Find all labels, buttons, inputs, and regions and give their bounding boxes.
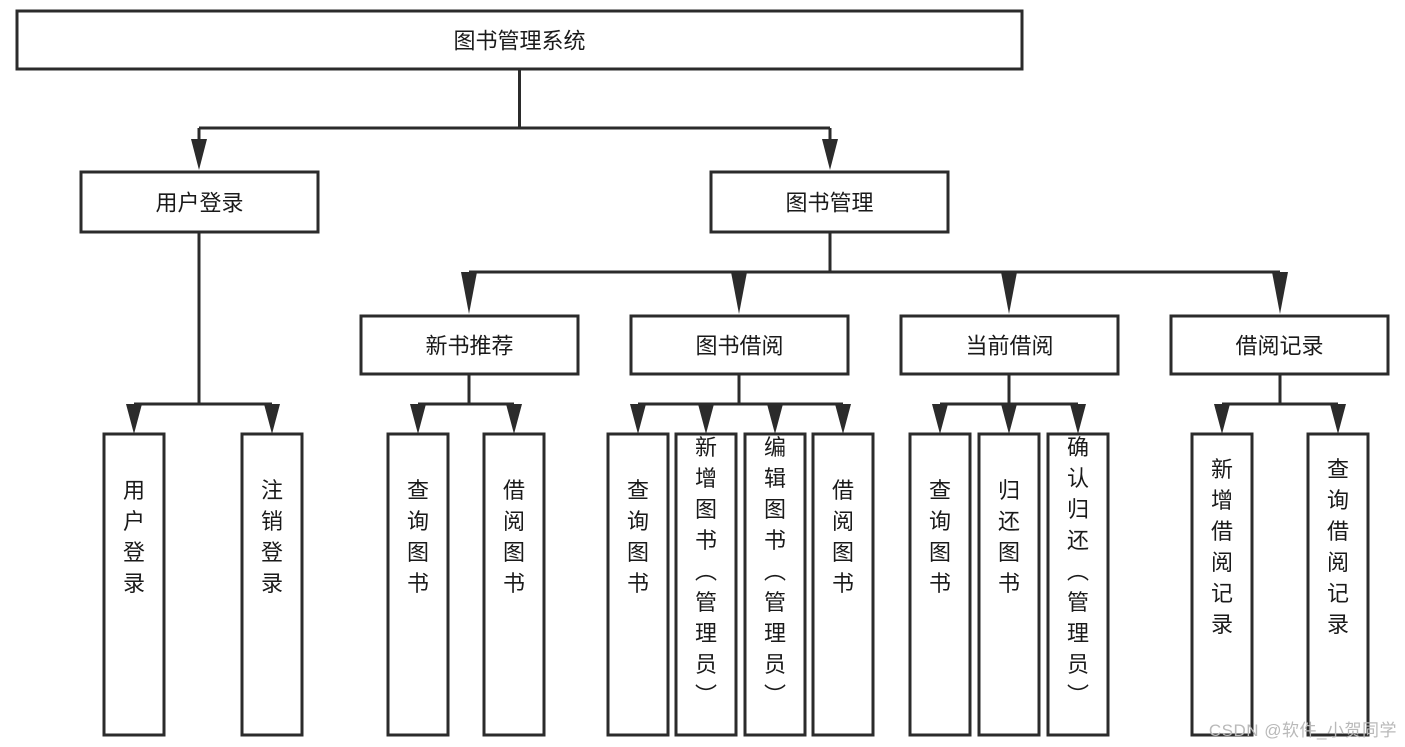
node-book-manage[interactable]: 图书管理 (709, 170, 950, 234)
leaf-add-borrow-record[interactable]: 新增借阅记录 (1190, 432, 1254, 737)
leaf-add-book-admin-label: 新增图书︵管理员︶ (695, 435, 717, 708)
leaf-add-book-admin[interactable]: 新增图书︵管理员︶ (674, 432, 738, 737)
leaf-user-login-box[interactable] (102, 432, 166, 737)
node-user-login-box[interactable] (79, 170, 320, 234)
leaf-return-book-box[interactable] (977, 432, 1041, 737)
connector-group-root (191, 69, 838, 170)
arrow-head-current-borrow (1001, 272, 1017, 314)
leaf-confirm-return-admin[interactable]: 确认归还︵管理员︶ (1046, 432, 1110, 737)
arrow-head-leaf-confirm-return-admin (1070, 404, 1086, 434)
leaf-logout-login[interactable]: 注销登录 (240, 432, 304, 737)
leaf-query-book-current-label: 查询图书 (929, 478, 951, 596)
leaf-query-book-borrow[interactable]: 查询图书 (606, 432, 670, 737)
node-root-label: 图书管理系统 (453, 29, 585, 54)
node-book-manage-label: 图书管理 (785, 191, 873, 216)
node-borrow-record-label: 借阅记录 (1235, 334, 1323, 359)
leaf-borrow-book[interactable]: 借阅图书 (811, 432, 875, 737)
arrow-head-new-book-recommend (461, 272, 477, 314)
arrow-head-borrow-record (1272, 272, 1288, 314)
arrow-head-leaf-query-book-borrow (630, 404, 646, 434)
node-book-borrow[interactable]: 图书借阅 (629, 314, 850, 376)
node-user-login-label: 用户登录 (155, 191, 243, 216)
leaf-edit-book-admin-label: 编辑图书︵管理员︶ (764, 435, 786, 708)
arrow-head-book-manage (822, 139, 838, 170)
leaf-query-book-borrow-label: 查询图书 (627, 478, 649, 596)
arrow-head-leaf-user-login (126, 404, 142, 434)
arrow-head-leaf-add-book-admin (698, 404, 714, 434)
arrow-head-leaf-borrow-book-rec (506, 404, 522, 434)
leaf-logout-login-box[interactable] (240, 432, 304, 737)
node-borrow-record-box[interactable] (1169, 314, 1390, 376)
leaf-query-borrow-record-label: 查询借阅记录 (1327, 457, 1349, 637)
arrow-head-leaf-query-book-current (932, 404, 948, 434)
arrow-head-leaf-borrow-book (835, 404, 851, 434)
leaf-borrow-book-rec-box[interactable] (482, 432, 546, 737)
leaf-confirm-return-admin-box[interactable] (1046, 432, 1110, 737)
node-root-box[interactable] (15, 9, 1024, 71)
leaf-return-book-label: 归还图书 (998, 478, 1020, 596)
leaf-logout-login-label: 注销登录 (261, 478, 283, 596)
arrow-head-leaf-query-book-rec (410, 404, 426, 434)
leaf-borrow-book-rec[interactable]: 借阅图书 (482, 432, 546, 737)
arrow-head-leaf-edit-book-admin (767, 404, 783, 434)
node-current-borrow[interactable]: 当前借阅 (899, 314, 1120, 376)
node-current-borrow-label: 当前借阅 (965, 334, 1053, 359)
node-root[interactable]: 图书管理系统 (15, 9, 1024, 71)
connector-group-borrow-record (1214, 374, 1346, 434)
node-borrow-record[interactable]: 借阅记录 (1169, 314, 1390, 376)
node-book-borrow-label: 图书借阅 (695, 334, 783, 359)
leaf-add-book-admin-box[interactable] (674, 432, 738, 737)
leaf-edit-book-admin[interactable]: 编辑图书︵管理员︶ (743, 432, 807, 737)
leaf-query-book-rec-label: 查询图书 (407, 478, 429, 596)
leaf-edit-book-admin-box[interactable] (743, 432, 807, 737)
leaf-confirm-return-admin-label: 确认归还︵管理员︶ (1067, 435, 1089, 708)
node-book-manage-box[interactable] (709, 170, 950, 234)
leaf-user-login-label: 用户登录 (123, 478, 145, 596)
leaf-return-book[interactable]: 归还图书 (977, 432, 1041, 737)
connector-group-book-borrow (630, 374, 851, 434)
arrow-head-leaf-add-borrow-record (1214, 404, 1230, 434)
leaf-query-borrow-record[interactable]: 查询借阅记录 (1306, 432, 1370, 737)
arrow-head-leaf-logout-login (264, 404, 280, 434)
leaf-user-login[interactable]: 用户登录 (102, 432, 166, 737)
arrow-head-leaf-query-borrow-record (1330, 404, 1346, 434)
leaf-borrow-book-box[interactable] (811, 432, 875, 737)
leaf-query-book-current-box[interactable] (908, 432, 972, 737)
node-new-book-recommend-label: 新书推荐 (425, 334, 513, 359)
node-new-book-recommend-box[interactable] (359, 314, 580, 376)
leaf-borrow-book-rec-label: 借阅图书 (503, 478, 525, 596)
connector-group-user-login (126, 232, 280, 434)
leaf-query-borrow-record-box[interactable] (1306, 432, 1370, 737)
leaf-query-book-borrow-box[interactable] (606, 432, 670, 737)
leaf-query-book-rec-box[interactable] (386, 432, 450, 737)
connector-group-new-book-recommend (410, 374, 522, 434)
arrow-head-leaf-return-book (1001, 404, 1017, 434)
arrow-head-user-login (191, 139, 207, 170)
node-user-login[interactable]: 用户登录 (79, 170, 320, 234)
arrow-head-book-borrow (731, 272, 747, 314)
leaf-add-borrow-record-label: 新增借阅记录 (1211, 457, 1233, 637)
leaf-query-book-rec[interactable]: 查询图书 (386, 432, 450, 737)
leaf-borrow-book-label: 借阅图书 (832, 478, 854, 596)
connector-group-current-borrow (932, 374, 1086, 434)
connector-group-book-manage (461, 232, 1288, 314)
node-current-borrow-box[interactable] (899, 314, 1120, 376)
leaf-query-book-current[interactable]: 查询图书 (908, 432, 972, 737)
node-new-book-recommend[interactable]: 新书推荐 (359, 314, 580, 376)
leaf-add-borrow-record-box[interactable] (1190, 432, 1254, 737)
node-book-borrow-box[interactable] (629, 314, 850, 376)
